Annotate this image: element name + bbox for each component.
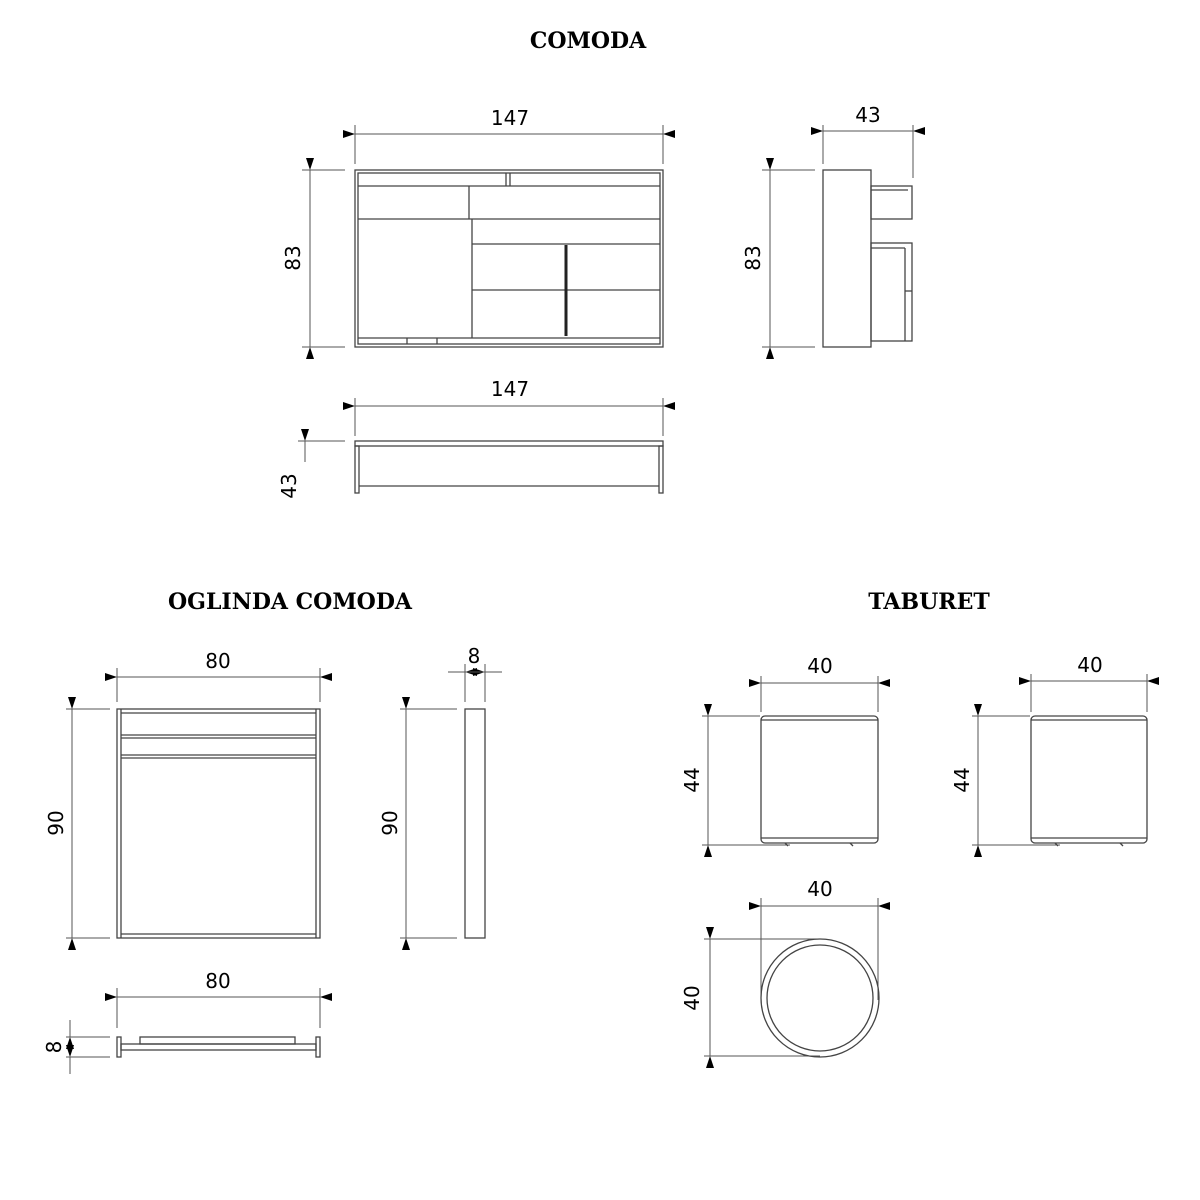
comoda-front-view: 147 83: [281, 106, 675, 359]
dimension-label-depth: 8: [42, 1041, 66, 1054]
oglinda-front-view: 80 90: [44, 649, 332, 950]
dimension-label-height: 90: [378, 810, 402, 835]
dimension-label-depth: 43: [855, 103, 880, 127]
oglinda-title: OGLINDA COMODA: [168, 589, 413, 615]
dimension-label-height: 44: [950, 767, 974, 792]
taburet-top-view: 40 40: [680, 877, 890, 1068]
dimension-label-height: 83: [741, 245, 765, 270]
dimension-label-width: 40: [807, 654, 832, 678]
comoda-side-view: 43 83: [741, 103, 925, 359]
oglinda-side-view: 8 90: [378, 644, 502, 950]
taburet-section: TABURET 40 44 40 44: [680, 589, 1159, 1068]
dimension-label-height: 44: [680, 767, 704, 792]
oglinda-top-view: 80 8: [42, 969, 332, 1074]
dimension-label-height: 83: [281, 245, 305, 270]
comoda-top-view: 147 43: [277, 377, 675, 499]
oglinda-section: OGLINDA COMODA 80 90 8: [42, 589, 502, 1074]
comoda-title: COMODA: [530, 28, 647, 54]
taburet-front-view: 40 44: [680, 654, 890, 857]
dimension-label-width: 40: [1077, 653, 1102, 677]
dimension-label-width: 147: [491, 106, 529, 130]
comoda-section: COMODA 147 83: [277, 28, 925, 499]
dimension-label-width: 80: [205, 649, 230, 673]
dimension-label-width: 80: [205, 969, 230, 993]
dimension-label-depth: 43: [277, 473, 301, 498]
taburet-title: TABURET: [868, 589, 990, 615]
dimension-label-depth: 40: [680, 985, 704, 1010]
taburet-side-view: 40 44: [950, 653, 1159, 857]
dimension-label-width: 40: [807, 877, 832, 901]
dimension-label-width: 147: [491, 377, 529, 401]
dimension-label-depth: 8: [468, 644, 481, 668]
dimension-label-height: 90: [44, 810, 68, 835]
